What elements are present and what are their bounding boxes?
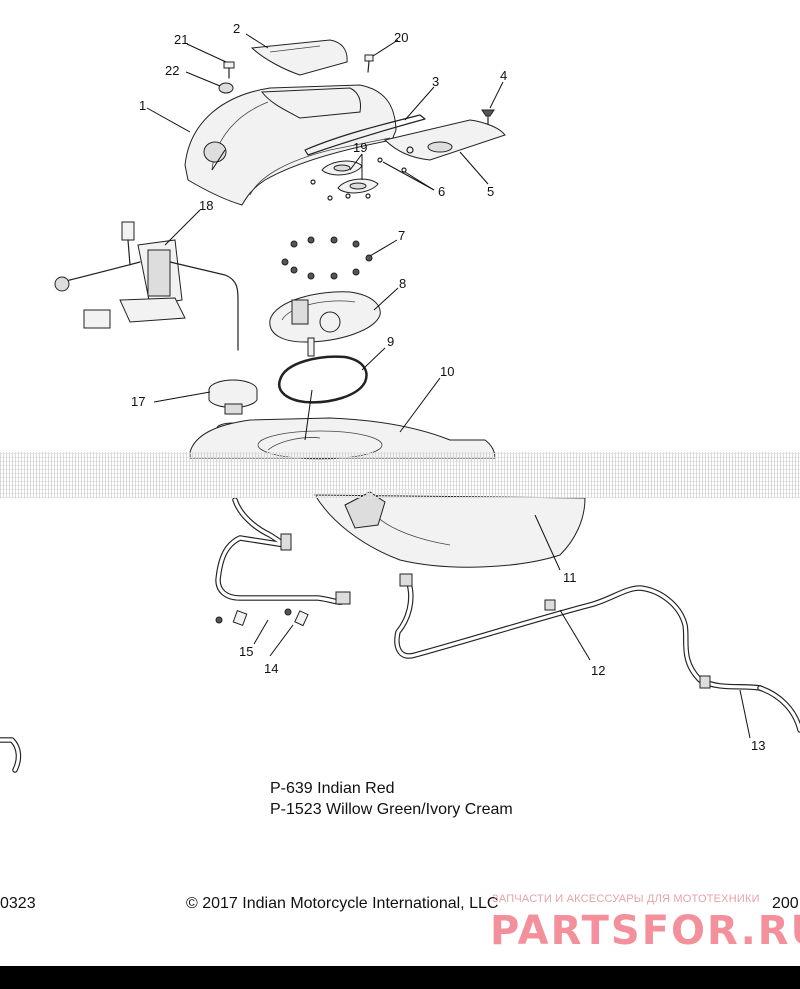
callout-22: 22 <box>165 63 179 78</box>
fuel-line-13 <box>757 685 800 733</box>
nut-ring <box>281 236 373 280</box>
callout-14: 14 <box>264 661 278 676</box>
callout-3: 3 <box>432 74 439 89</box>
leader-lines <box>146 33 751 739</box>
callout-7: 7 <box>398 228 405 243</box>
footer-right-code: 200 <box>772 895 799 912</box>
callout-20: 20 <box>394 30 408 45</box>
watermark-logo: PARTSFOR.RU <box>490 908 800 954</box>
fuel-tank-upper <box>189 417 496 460</box>
fuel-tank-lower <box>314 491 586 568</box>
bracket-19 <box>321 160 379 194</box>
hose-clamps <box>215 608 309 627</box>
grommet-22 <box>218 82 234 94</box>
pump-flange-plate <box>269 291 381 357</box>
callout-21: 21 <box>174 32 188 47</box>
callout-17: 17 <box>131 394 145 409</box>
callout-2: 2 <box>233 21 240 36</box>
fuel-line-left-edge <box>0 737 22 773</box>
footer-left-code: 0323 <box>0 895 36 912</box>
callout-18: 18 <box>199 198 213 213</box>
fuel-line-12 <box>394 573 763 691</box>
bottom-bar <box>0 966 800 989</box>
callout-10: 10 <box>440 364 454 379</box>
callout-11: 11 <box>563 570 577 585</box>
callout-numbers: 1 2 3 4 5 6 7 8 9 10 11 12 13 14 15 17 1… <box>131 21 765 753</box>
trim-strip <box>304 114 426 156</box>
paint-note-2: P-1523 Willow Green/Ivory Cream <box>270 801 513 818</box>
callout-15: 15 <box>239 644 253 659</box>
callout-19: 19 <box>353 140 367 155</box>
pump-gasket <box>277 355 368 404</box>
fuel-pump-assembly <box>54 221 239 351</box>
callout-8: 8 <box>399 276 406 291</box>
screw-4 <box>481 109 495 125</box>
callout-9: 9 <box>387 334 394 349</box>
callout-6: 6 <box>438 184 445 199</box>
screw-20 <box>364 54 374 73</box>
mounting-bracket <box>384 119 506 161</box>
callout-13: 13 <box>751 738 765 753</box>
callout-4: 4 <box>500 68 507 83</box>
screws-6 <box>310 157 407 201</box>
tank-console-cover <box>184 84 397 206</box>
callout-5: 5 <box>487 184 494 199</box>
footer-copyright: © 2017 Indian Motorcycle International, … <box>186 895 499 912</box>
paint-note-1: P-639 Indian Red <box>270 780 395 797</box>
fuel-line-left <box>215 497 351 605</box>
bolt-21 <box>223 61 235 79</box>
watermark-tagline: ЗАПЧАСТИ И АКСЕССУАРЫ ДЛЯ МОТОТЕХНИКИ <box>492 893 760 905</box>
console-badge-plate <box>250 39 348 76</box>
callout-12: 12 <box>591 663 605 678</box>
callout-1: 1 <box>139 98 146 113</box>
scan-noise-band <box>0 452 800 498</box>
